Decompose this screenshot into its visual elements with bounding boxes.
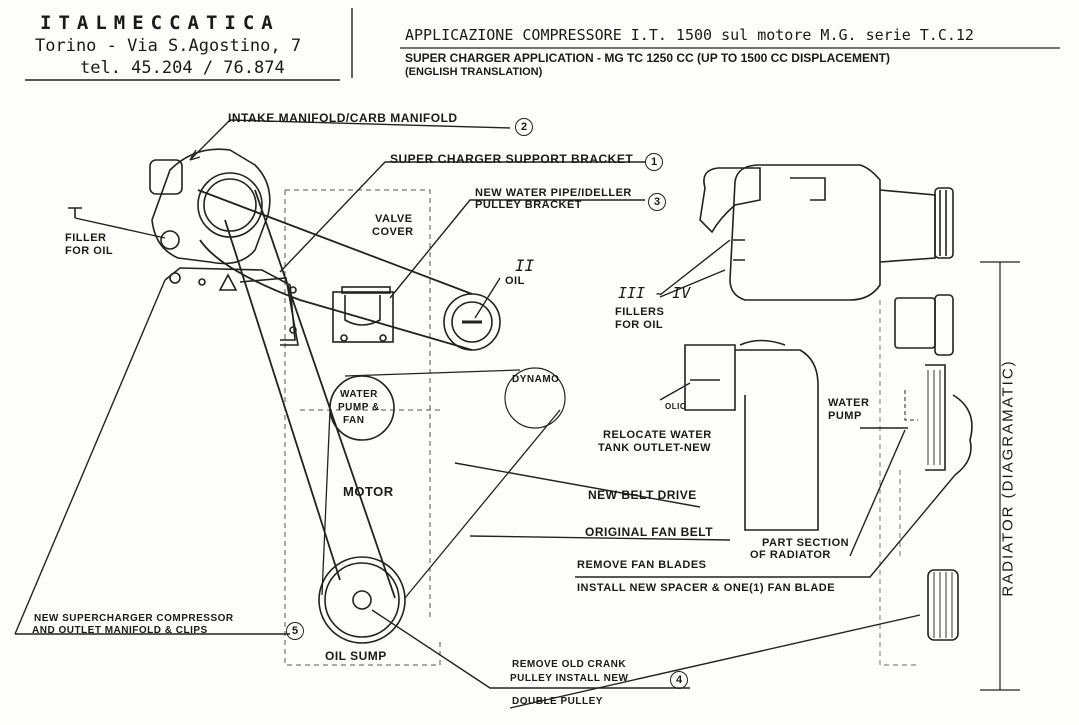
company-name: ITALMECCATICA [40,12,280,34]
label-fillers-oil-line2: FOR OIL [615,319,664,331]
label-original-fan-belt: ORIGINAL FAN BELT [585,525,714,539]
label-valve-cover-line2: COVER [372,226,414,238]
new-belt-drive [197,189,473,599]
engine-side-dashed [879,300,920,666]
label-crank-line3: DOUBLE PULLEY [512,696,603,707]
label-oil-roman: II [515,256,535,275]
radiator-bracket [980,261,1020,691]
label-filler-oil-line2: FOR OIL [65,245,114,257]
label-intake-manifold: INTAKE MANIFOLD/CARB MANIFOLD [228,111,458,125]
label-part-section-line2: OF RADIATOR [750,549,831,561]
label-water-pump-fan-line1: WATER [340,389,378,400]
oil-filler-symbol [68,207,82,218]
title-english: SUPER CHARGER APPLICATION - MG TC 1250 C… [405,51,890,65]
label-dynamo: DYNAMO [512,374,560,385]
label-fillers-roman: III - IV [618,284,691,302]
label-oil: OIL [505,275,525,287]
supercharger-body [149,148,296,341]
label-compressor-line2: AND OUTLET MANIFOLD & CLIPS [32,625,208,636]
company-address: Torino - Via S.Agostino, 7 [35,36,302,56]
label-crank-line2: PULLEY INSTALL NEW [510,673,629,684]
label-compressor-line1: NEW SUPERCHARGER COMPRESSOR [34,613,234,624]
radiator-section [684,339,819,531]
label-part-section-line1: PART SECTION [762,537,850,549]
label-water-pump-line1: WATER [828,397,870,409]
callout-1: 1 [645,153,663,171]
label-water-pipe-line2: PULLEY BRACKET [475,199,583,211]
crank-double-pulley [318,556,406,644]
label-radiator: RADIATOR (DIAGRAMATIC) [999,359,1017,597]
label-valve-cover-line1: VALVE [375,213,413,225]
pulley-bracket [332,286,394,343]
compressor-side-view [699,164,954,301]
label-fillers-oil-line1: FILLERS [615,306,665,318]
label-water-pump-line2: PUMP [828,410,862,422]
label-water-pump-fan-line3: FAN [343,415,365,426]
label-relocate-line1: RELOCATE WATER [603,429,712,441]
label-remove-fan-blades: REMOVE FAN BLADES [577,559,707,571]
title-italian: APPLICAZIONE COMPRESSORE I.T. 1500 sul m… [405,26,974,44]
engine-outline [284,189,441,666]
label-install-spacer: INSTALL NEW SPACER & ONE(1) FAN BLADE [577,582,836,594]
header-divider-left [25,8,353,81]
company-phone: tel. 45.204 / 76.874 [80,58,285,78]
dynamo-pulley [504,367,566,429]
label-water-pump-fan-line2: PUMP & [338,402,380,413]
label-olio: OLIO [665,402,687,411]
leader-lines [14,119,956,709]
callout-3: 3 [648,193,666,211]
label-oil-sump: OIL SUMP [325,649,387,663]
original-fan-belt [321,369,561,599]
title-english-note: (ENGLISH TRANSLATION) [405,66,543,78]
label-crank-line1: REMOVE OLD CRANK [512,659,627,670]
label-water-pipe-line1: NEW WATER PIPE/IDELLER [475,187,632,199]
label-filler-oil-line1: FILLER [65,232,107,244]
callout-2: 2 [515,118,533,136]
callout-5: 5 [286,622,304,640]
label-support-bracket: SUPER CHARGER SUPPORT BRACKET [390,152,634,166]
label-relocate-line2: TANK OUTLET-NEW [598,442,712,454]
callout-4: 4 [670,671,688,689]
label-new-belt-drive: NEW BELT DRIVE [588,488,697,502]
fan-pulley-stack [894,294,973,641]
label-motor: MOTOR [343,484,394,499]
idler-pulley [443,293,501,351]
